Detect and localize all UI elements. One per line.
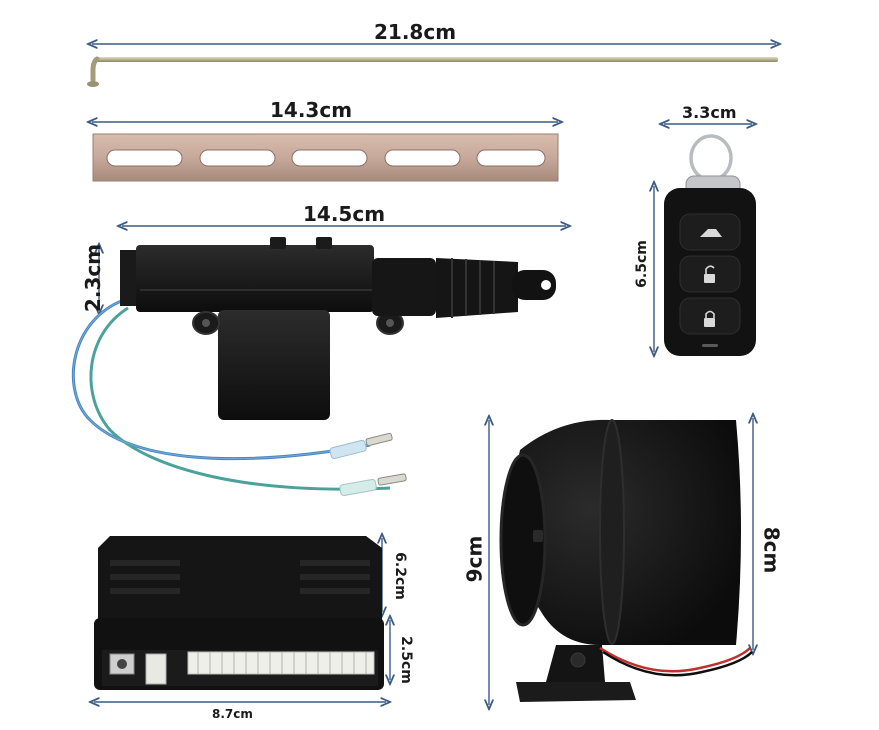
siren-horn [489, 418, 753, 705]
module-width-label: 8.7cm [212, 707, 253, 721]
door-lock-actuator [71, 226, 566, 497]
lock-icon [704, 310, 715, 327]
actuator-length-label: 14.5cm [303, 202, 386, 226]
remote-width-label: 3.3cm [682, 103, 737, 122]
mounting-bracket [92, 122, 558, 182]
rod-length-label: 21.8cm [374, 20, 457, 44]
remote-key-fob [654, 124, 756, 356]
siren-depth-label: 8cm [759, 526, 784, 574]
actuator-height-label: 2.3cm [81, 243, 106, 313]
module-height-label: 6.2cm [391, 552, 408, 600]
siren-height-label: 9cm [462, 535, 487, 583]
remote-height-label: 6.5cm [633, 240, 650, 288]
bracket-length-label: 14.3cm [270, 98, 353, 122]
control-module [94, 536, 390, 702]
trunk-icon [700, 229, 722, 237]
module-depth-label: 2.5cm [397, 636, 414, 684]
unlock-icon [704, 265, 715, 283]
linkage-rod [87, 44, 778, 87]
